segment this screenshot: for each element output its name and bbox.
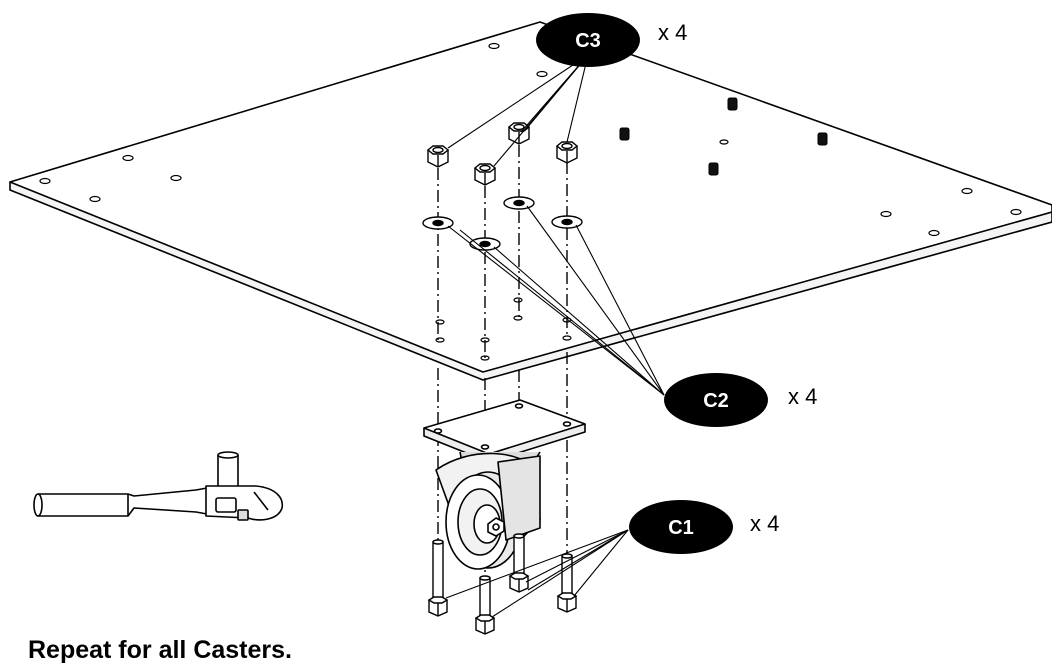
lock-nut <box>426 145 450 168</box>
callout-c1: C1 x 4 <box>629 500 779 554</box>
mounting-plate <box>9 21 1052 381</box>
hex-bolt <box>556 553 578 613</box>
caster-wheel <box>423 399 586 570</box>
leader-lines <box>445 54 665 618</box>
hex-bolt <box>508 533 530 593</box>
callout-c2-label: C2 <box>703 390 729 412</box>
callout-c2-qty: x 4 <box>788 384 817 409</box>
callout-c3-label: C3 <box>575 30 601 52</box>
callout-c3: C3 x 4 <box>536 13 687 67</box>
hex-bolts <box>427 533 578 635</box>
callout-c1-qty: x 4 <box>750 511 779 536</box>
hex-bolt <box>427 539 449 617</box>
ratchet-wrench-icon <box>33 451 284 521</box>
set-screws <box>619 97 828 176</box>
lock-nut <box>473 163 497 186</box>
instruction-text: Repeat for all Casters. <box>28 636 292 664</box>
callout-c3-qty: x 4 <box>658 20 687 45</box>
callout-c2: C2 x 4 <box>664 373 817 427</box>
lock-nut <box>555 141 579 164</box>
lock-nuts <box>426 122 579 186</box>
hex-bolt <box>474 575 496 635</box>
callout-c1-label: C1 <box>668 517 694 539</box>
